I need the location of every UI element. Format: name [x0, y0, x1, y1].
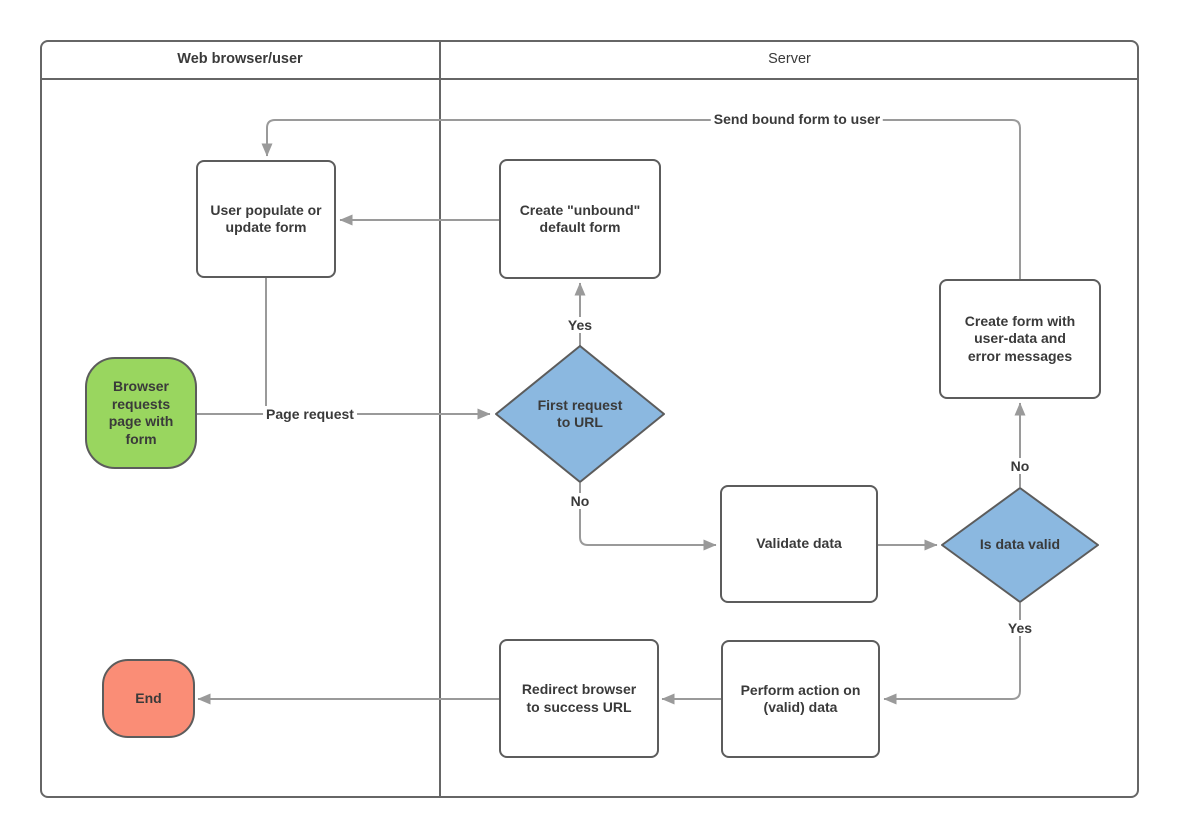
node-label: First request to URL	[537, 396, 623, 431]
node-validate-data[interactable]: Validate data	[720, 485, 878, 603]
node-label: Perform action on (valid) data	[740, 681, 861, 716]
lane-divider	[439, 40, 441, 798]
edge-label-no-first[interactable]: No	[567, 493, 593, 509]
node-label: Create "unbound" default form	[519, 201, 641, 236]
node-label: User populate or update form	[210, 201, 322, 236]
edge-label-no-valid[interactable]: No	[1007, 458, 1033, 474]
lane-header-divider	[40, 78, 1139, 80]
edge-label-send-bound-form[interactable]: Send bound form to user	[710, 111, 884, 127]
edge-label-yes-first[interactable]: Yes	[564, 317, 596, 333]
node-label: Is data valid	[979, 536, 1061, 553]
node-end[interactable]: End	[102, 659, 195, 738]
node-browser-requests-start[interactable]: Browser requests page with form	[85, 357, 197, 469]
node-label: Redirect browser to success URL	[521, 681, 637, 715]
swimlane-frame	[40, 40, 1139, 798]
edge-no-to-validate[interactable]	[579, 483, 717, 551]
decision-diamond	[495, 345, 665, 483]
lane-title-server[interactable]: Server	[768, 51, 811, 67]
edge-send-bound-form[interactable]	[261, 119, 1021, 279]
node-label: Validate data	[756, 535, 842, 552]
edge-label-page-request[interactable]: Page request	[263, 406, 357, 422]
decision-is-data-valid[interactable]: Is data valid	[940, 487, 1100, 603]
lane-title-web-browser[interactable]: Web browser/user	[177, 51, 303, 67]
node-label: End	[135, 689, 162, 706]
edge-label-yes-valid[interactable]: Yes	[1004, 620, 1036, 636]
node-create-form-with-errors[interactable]: Create form with user-data and error mes…	[939, 279, 1101, 399]
decision-first-request-to-url[interactable]: First request to URL	[494, 345, 666, 483]
node-label: Create form with user-data and error mes…	[964, 312, 1076, 364]
edge-yes-to-perform[interactable]	[883, 603, 1021, 705]
decision-diamond	[941, 487, 1099, 603]
node-redirect-browser[interactable]: Redirect browser to success URL	[499, 639, 659, 758]
node-user-populate-form[interactable]: User populate or update form	[196, 160, 336, 278]
node-label: Browser requests page with form	[108, 378, 174, 447]
node-perform-action[interactable]: Perform action on (valid) data	[721, 640, 880, 758]
node-create-unbound-form[interactable]: Create "unbound" default form	[499, 159, 661, 279]
